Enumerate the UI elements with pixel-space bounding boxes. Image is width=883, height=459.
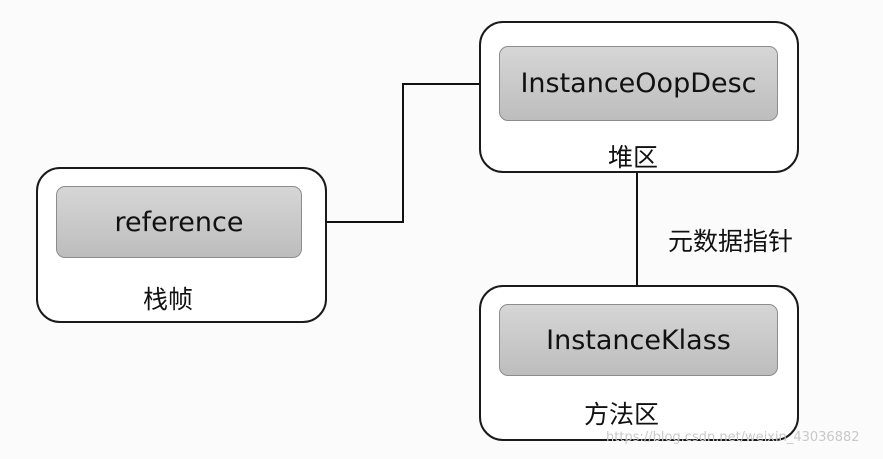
heap-caption: 堆区 xyxy=(608,143,659,172)
instance-oop-desc-box: InstanceOopDesc xyxy=(499,46,778,121)
method-area-caption: 方法区 xyxy=(584,400,660,429)
stack-frame-caption: 栈帧 xyxy=(143,285,194,314)
instance-klass-box: InstanceKlass xyxy=(499,304,778,376)
watermark-text: https://blog.csdn.net/weixin_43036882 xyxy=(606,430,860,445)
reference-box: reference xyxy=(56,186,302,258)
metadata-pointer-label: 元数据指针 xyxy=(668,227,794,256)
reference-to-oop-arrow xyxy=(302,77,501,223)
